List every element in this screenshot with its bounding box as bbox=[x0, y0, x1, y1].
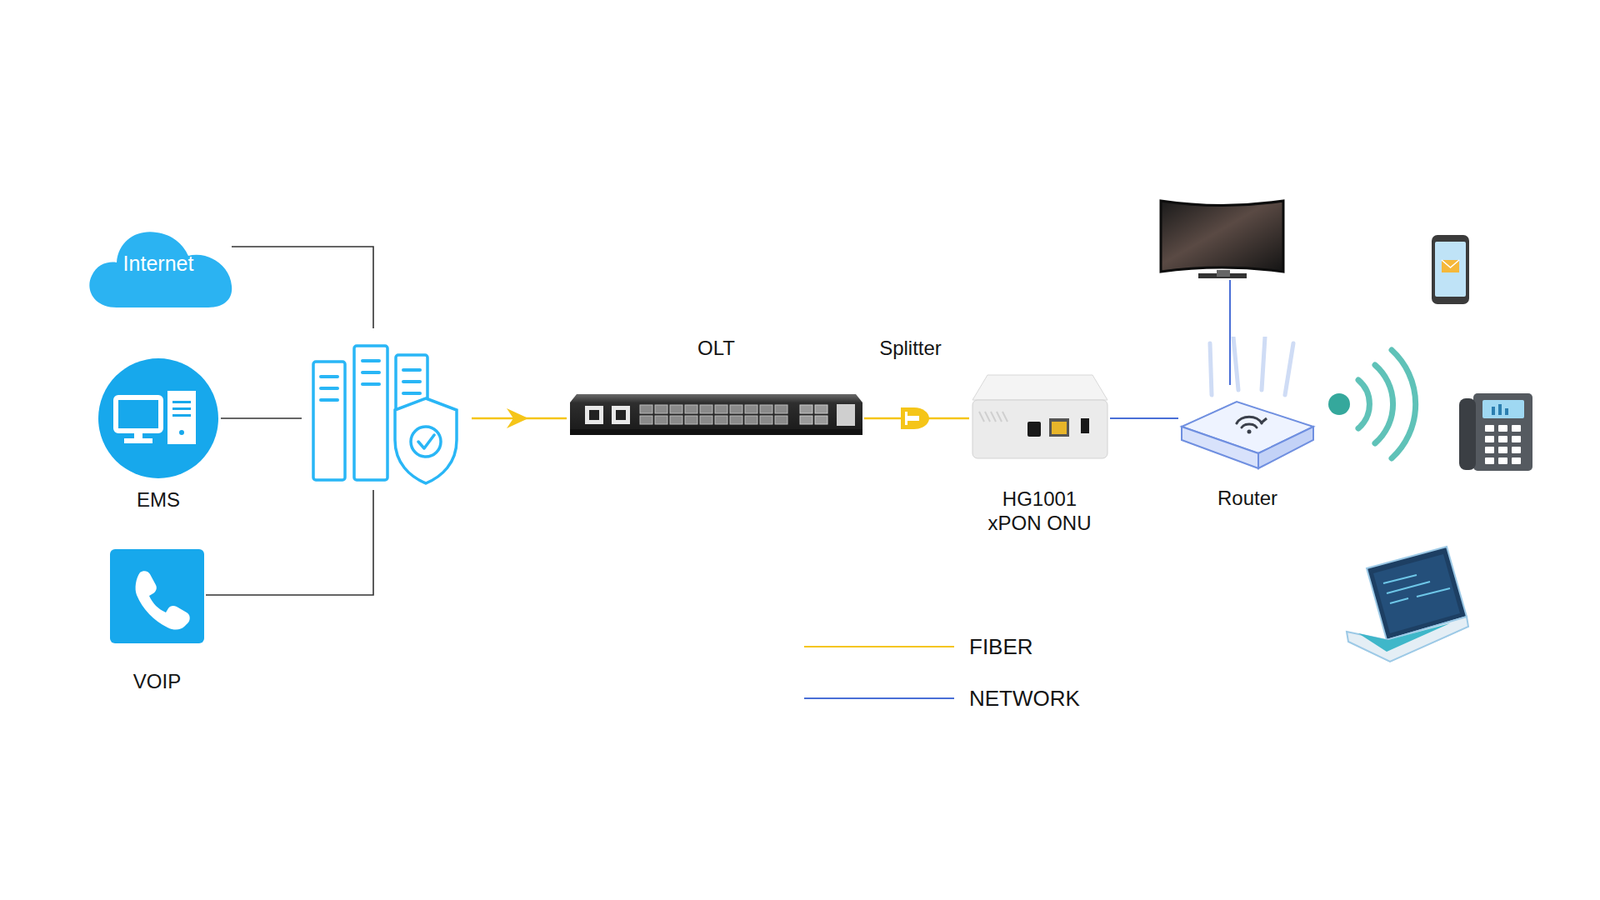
laptop-icon bbox=[1346, 546, 1469, 662]
connector-line bbox=[950, 417, 970, 420]
node-label: EMS bbox=[136, 487, 180, 513]
connector-line bbox=[864, 417, 871, 420]
router-node: Router bbox=[1178, 336, 1317, 511]
key bbox=[1511, 457, 1521, 465]
router-node-icon bbox=[1178, 336, 1317, 472]
node-label: OLT bbox=[697, 335, 735, 361]
ems-node: EMS bbox=[97, 357, 220, 513]
splitter-node-icon bbox=[870, 406, 950, 430]
node-label: Router bbox=[1217, 485, 1278, 511]
key bbox=[1498, 446, 1508, 454]
tv-icon bbox=[1160, 200, 1284, 279]
onu-node: HG1001 xPON ONU bbox=[969, 370, 1110, 535]
voip-node: VOIP bbox=[110, 549, 205, 695]
key bbox=[1485, 457, 1495, 465]
voip-node-icon bbox=[110, 549, 205, 644]
ems-node-icon bbox=[97, 357, 220, 480]
legend-label: FIBER bbox=[969, 633, 1034, 660]
tv-wire bbox=[1229, 280, 1231, 385]
legend-label: NETWORK bbox=[969, 685, 1080, 712]
desk-phone-icon bbox=[1459, 393, 1533, 471]
key bbox=[1511, 446, 1521, 454]
splitter-node: Splitter bbox=[870, 335, 950, 430]
key bbox=[1511, 425, 1521, 432]
olt-node-icon bbox=[568, 392, 865, 437]
key bbox=[1498, 425, 1508, 432]
legend-line bbox=[804, 645, 955, 648]
connector-line bbox=[1110, 417, 1179, 420]
mobile-phone-icon bbox=[1431, 235, 1470, 305]
key bbox=[1498, 457, 1508, 465]
fiber-arrow bbox=[471, 408, 567, 429]
olt-node: OLT bbox=[568, 335, 865, 437]
key bbox=[1511, 435, 1521, 443]
key bbox=[1498, 435, 1508, 443]
node-label: Splitter bbox=[879, 335, 942, 361]
key bbox=[1485, 446, 1495, 454]
cloud-node: Internet bbox=[81, 217, 235, 310]
service-wires bbox=[205, 246, 374, 595]
key bbox=[1485, 435, 1495, 443]
server-icon bbox=[313, 345, 457, 484]
node-label: Internet bbox=[123, 250, 195, 276]
node-label: HG1001 xPON ONU bbox=[977, 486, 1103, 535]
key bbox=[1485, 425, 1495, 432]
legend-line bbox=[804, 697, 955, 700]
node-label: VOIP bbox=[133, 669, 181, 695]
wifi-waves bbox=[1328, 350, 1416, 459]
onu-node-icon bbox=[969, 370, 1110, 461]
